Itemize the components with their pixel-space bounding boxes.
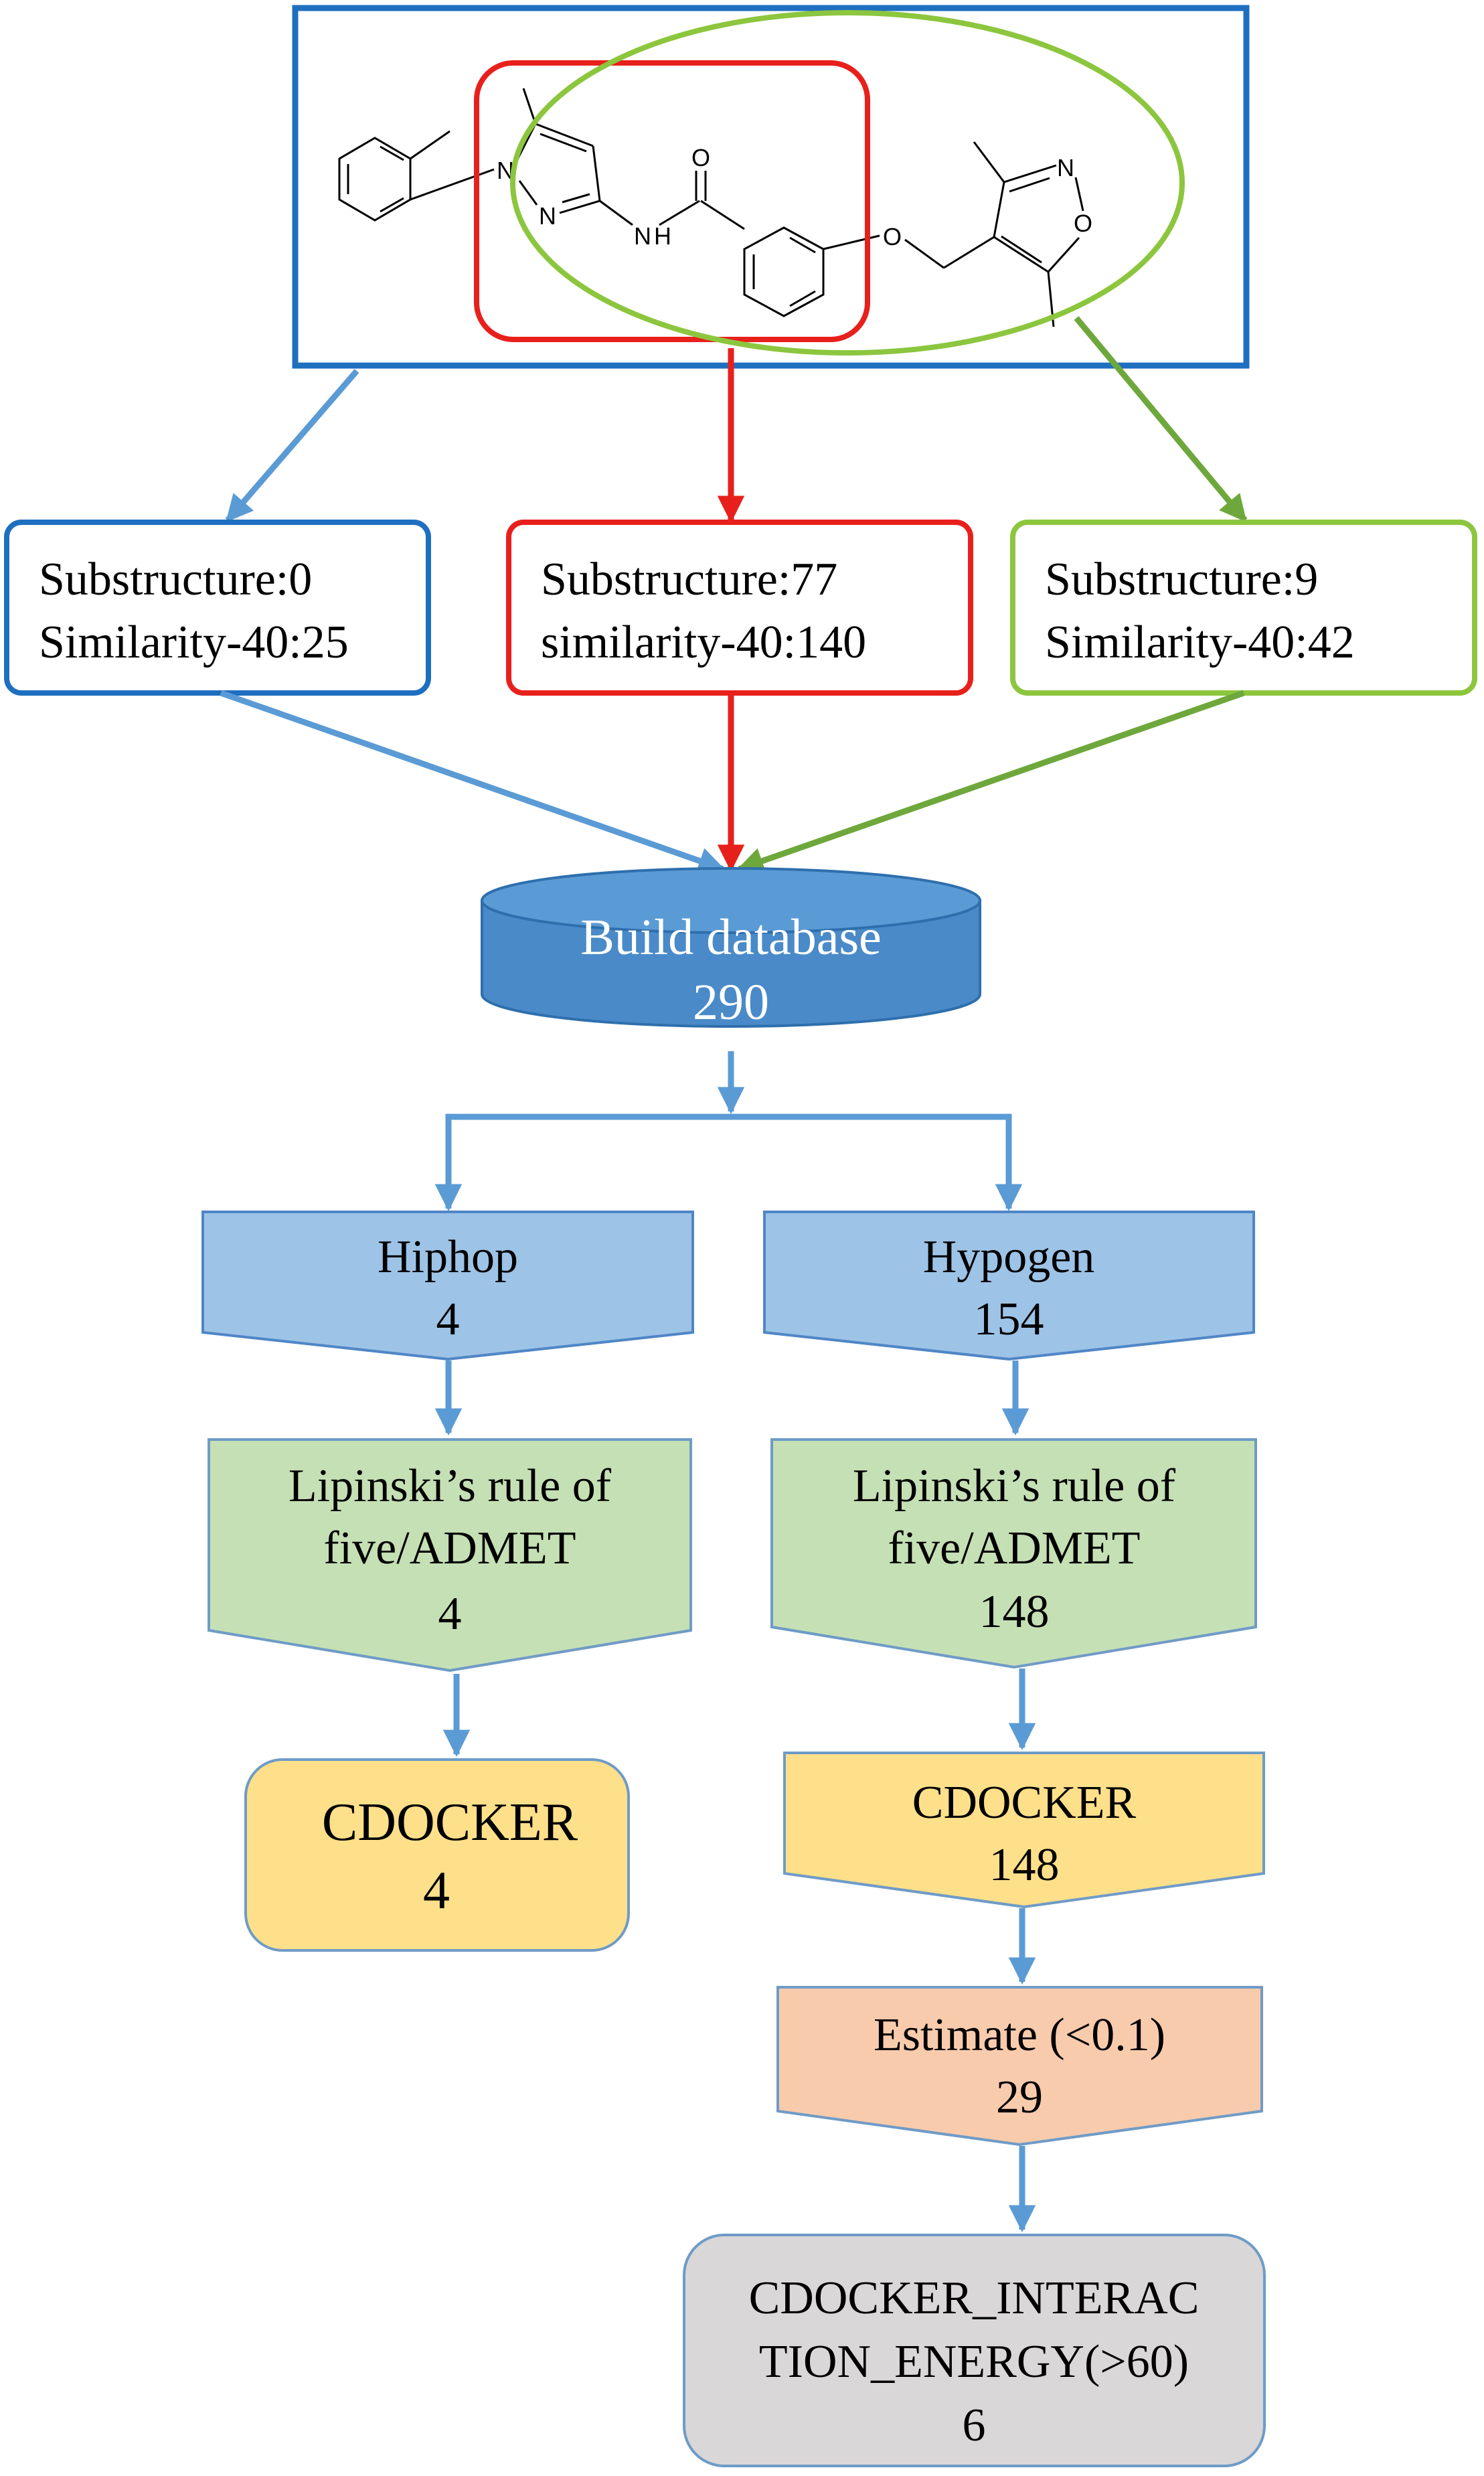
source-green-similarity: Similarity-40:42 [1045,617,1355,668]
right-energy-shape [683,2234,1266,2467]
right-docking-title: CDOCKER [912,1777,1137,1829]
atom-n-isoxazole: N [1057,154,1074,181]
left-filter-count: 4 [438,1588,462,1640]
red-substructure-frame [474,60,870,342]
right-estimate-node: Estimate (<0.1) 29 [776,1986,1263,2147]
right-pharmacophore-title: Hypogen [923,1231,1095,1283]
right-filter-line1: Lipinski’s rule of [853,1460,1176,1512]
database-count: 290 [693,974,769,1030]
pyrazole-bond [592,145,601,202]
atom-h-amide: H [654,222,671,250]
pyrazole-bond [518,180,538,206]
left-pharmacophore-node: Hiphop 4 [201,1211,694,1361]
source-blue-substructure: Substructure:0 [39,554,312,605]
source-box-red: Substructure:77 similarity-40:140 [506,520,973,696]
left-pharmacophore-shape [201,1211,694,1361]
isoxazole-bond [1047,236,1080,273]
right-docking-shape [783,1752,1265,1909]
atom-n-amide: N [634,222,651,250]
isoxazole-bond [1003,164,1057,183]
amide-bond [659,200,700,226]
source-red-substructure: Substructure:77 [541,554,837,605]
left-filter-line2: five/ADMET [323,1523,576,1574]
right-energy-line2: TION_ENERGY(>60) [759,2336,1189,2388]
ether-bond [823,234,880,250]
pyrazole-methyl-bond [522,88,537,125]
isoxazole-methyl-bond [973,141,1005,183]
pyrazole-bond [562,193,590,204]
right-energy-count: 6 [963,2400,986,2451]
right-docking-count: 148 [989,1839,1060,1891]
right-estimate-shape [776,1986,1263,2147]
right-pharmacophore-node: Hypogen 154 [763,1211,1255,1361]
database-title: Build database [580,909,882,965]
left-docking-shape [244,1758,630,1952]
right-estimate-title: Estimate (<0.1) [874,2009,1165,2061]
right-filter-line2: five/ADMET [888,1523,1140,1574]
database-cylinder-top [481,867,981,934]
left-docking-title: CDOCKER [322,1793,578,1852]
arrow-green-to-database [736,690,1245,874]
ether-bond [904,238,944,269]
left-filter-line1: Lipinski’s rule of [288,1460,612,1512]
source-box-green: Substructure:9 Similarity-40:42 [1010,520,1477,696]
isoxazole-bond [993,236,1049,273]
right-pharmacophore-count: 154 [974,1294,1044,1345]
left-docking-node: CDOCKER 4 [244,1758,630,1952]
source-red-similarity: similarity-40:140 [541,617,866,668]
left-docking-count: 4 [423,1861,450,1920]
tolyl-methyl-bond [410,130,450,160]
isoxazole-bond [1009,177,1050,193]
isoxazole-bond [993,181,1005,238]
atom-o-isoxazole: O [1074,210,1092,237]
atom-o-carbonyl: O [691,144,710,171]
tolyl-ring-inner-bond [380,197,404,213]
ether-bond [943,236,995,269]
right-filter-count: 148 [979,1586,1050,1638]
source-box-blue: Substructure:0 Similarity-40:25 [4,520,431,696]
split-connector [445,1113,1012,1207]
tolyl-ring [338,137,412,222]
right-estimate-count: 29 [996,2072,1043,2123]
isoxazole-bond [1074,177,1084,212]
tolyl-ring-inner-bond [380,145,404,161]
right-filter-node: Lipinski’s rule of five/ADMET 148 [770,1438,1257,1669]
source-box-red-frame [506,520,973,696]
source-box-blue-frame [4,520,431,696]
central-ring-inner-bond [789,290,816,307]
right-docking-node: CDOCKER 148 [783,1752,1265,1909]
arrow-blue-to-database [220,690,726,874]
arrow-blue-source [225,369,359,523]
database-node: Build database 290 [481,867,981,1030]
source-green-substructure: Substructure:9 [1045,554,1318,605]
arrow-green-source [1074,316,1248,523]
molecule-structure: N N N H O O N O [338,88,1092,327]
left-filter-node: Lipinski’s rule of five/ADMET 4 [208,1438,692,1673]
right-filter-shape [770,1438,1257,1669]
atom-o-ether: O [883,223,902,250]
amide-to-ring-bond [700,200,745,230]
database-cylinder-body [481,899,981,1028]
pyrazole-bond [559,200,600,214]
right-energy-line1: CDOCKER_INTERAC [749,2272,1200,2324]
source-blue-similarity: Similarity-40:25 [39,617,349,668]
left-filter-shape [208,1438,692,1673]
green-substructure-ellipse [510,10,1185,356]
central-ring-inner-bond [789,236,816,254]
blue-substructure-frame [292,5,1250,369]
right-energy-node: CDOCKER_INTERAC TION_ENERGY(>60) 6 [683,2234,1266,2467]
left-pharmacophore-count: 4 [436,1294,460,1345]
pyrazole-bond [540,133,587,153]
tolyl-to-pyrazole-bond [410,168,495,201]
pyrazole-bond [535,123,594,147]
left-pharmacophore-title: Hiphop [378,1231,518,1283]
central-ring [743,226,825,317]
isoxazole-bond [1001,235,1042,264]
amide-bond [599,200,633,226]
right-pharmacophore-shape [763,1211,1255,1361]
atom-n-pyrazole-2: N [539,202,556,230]
